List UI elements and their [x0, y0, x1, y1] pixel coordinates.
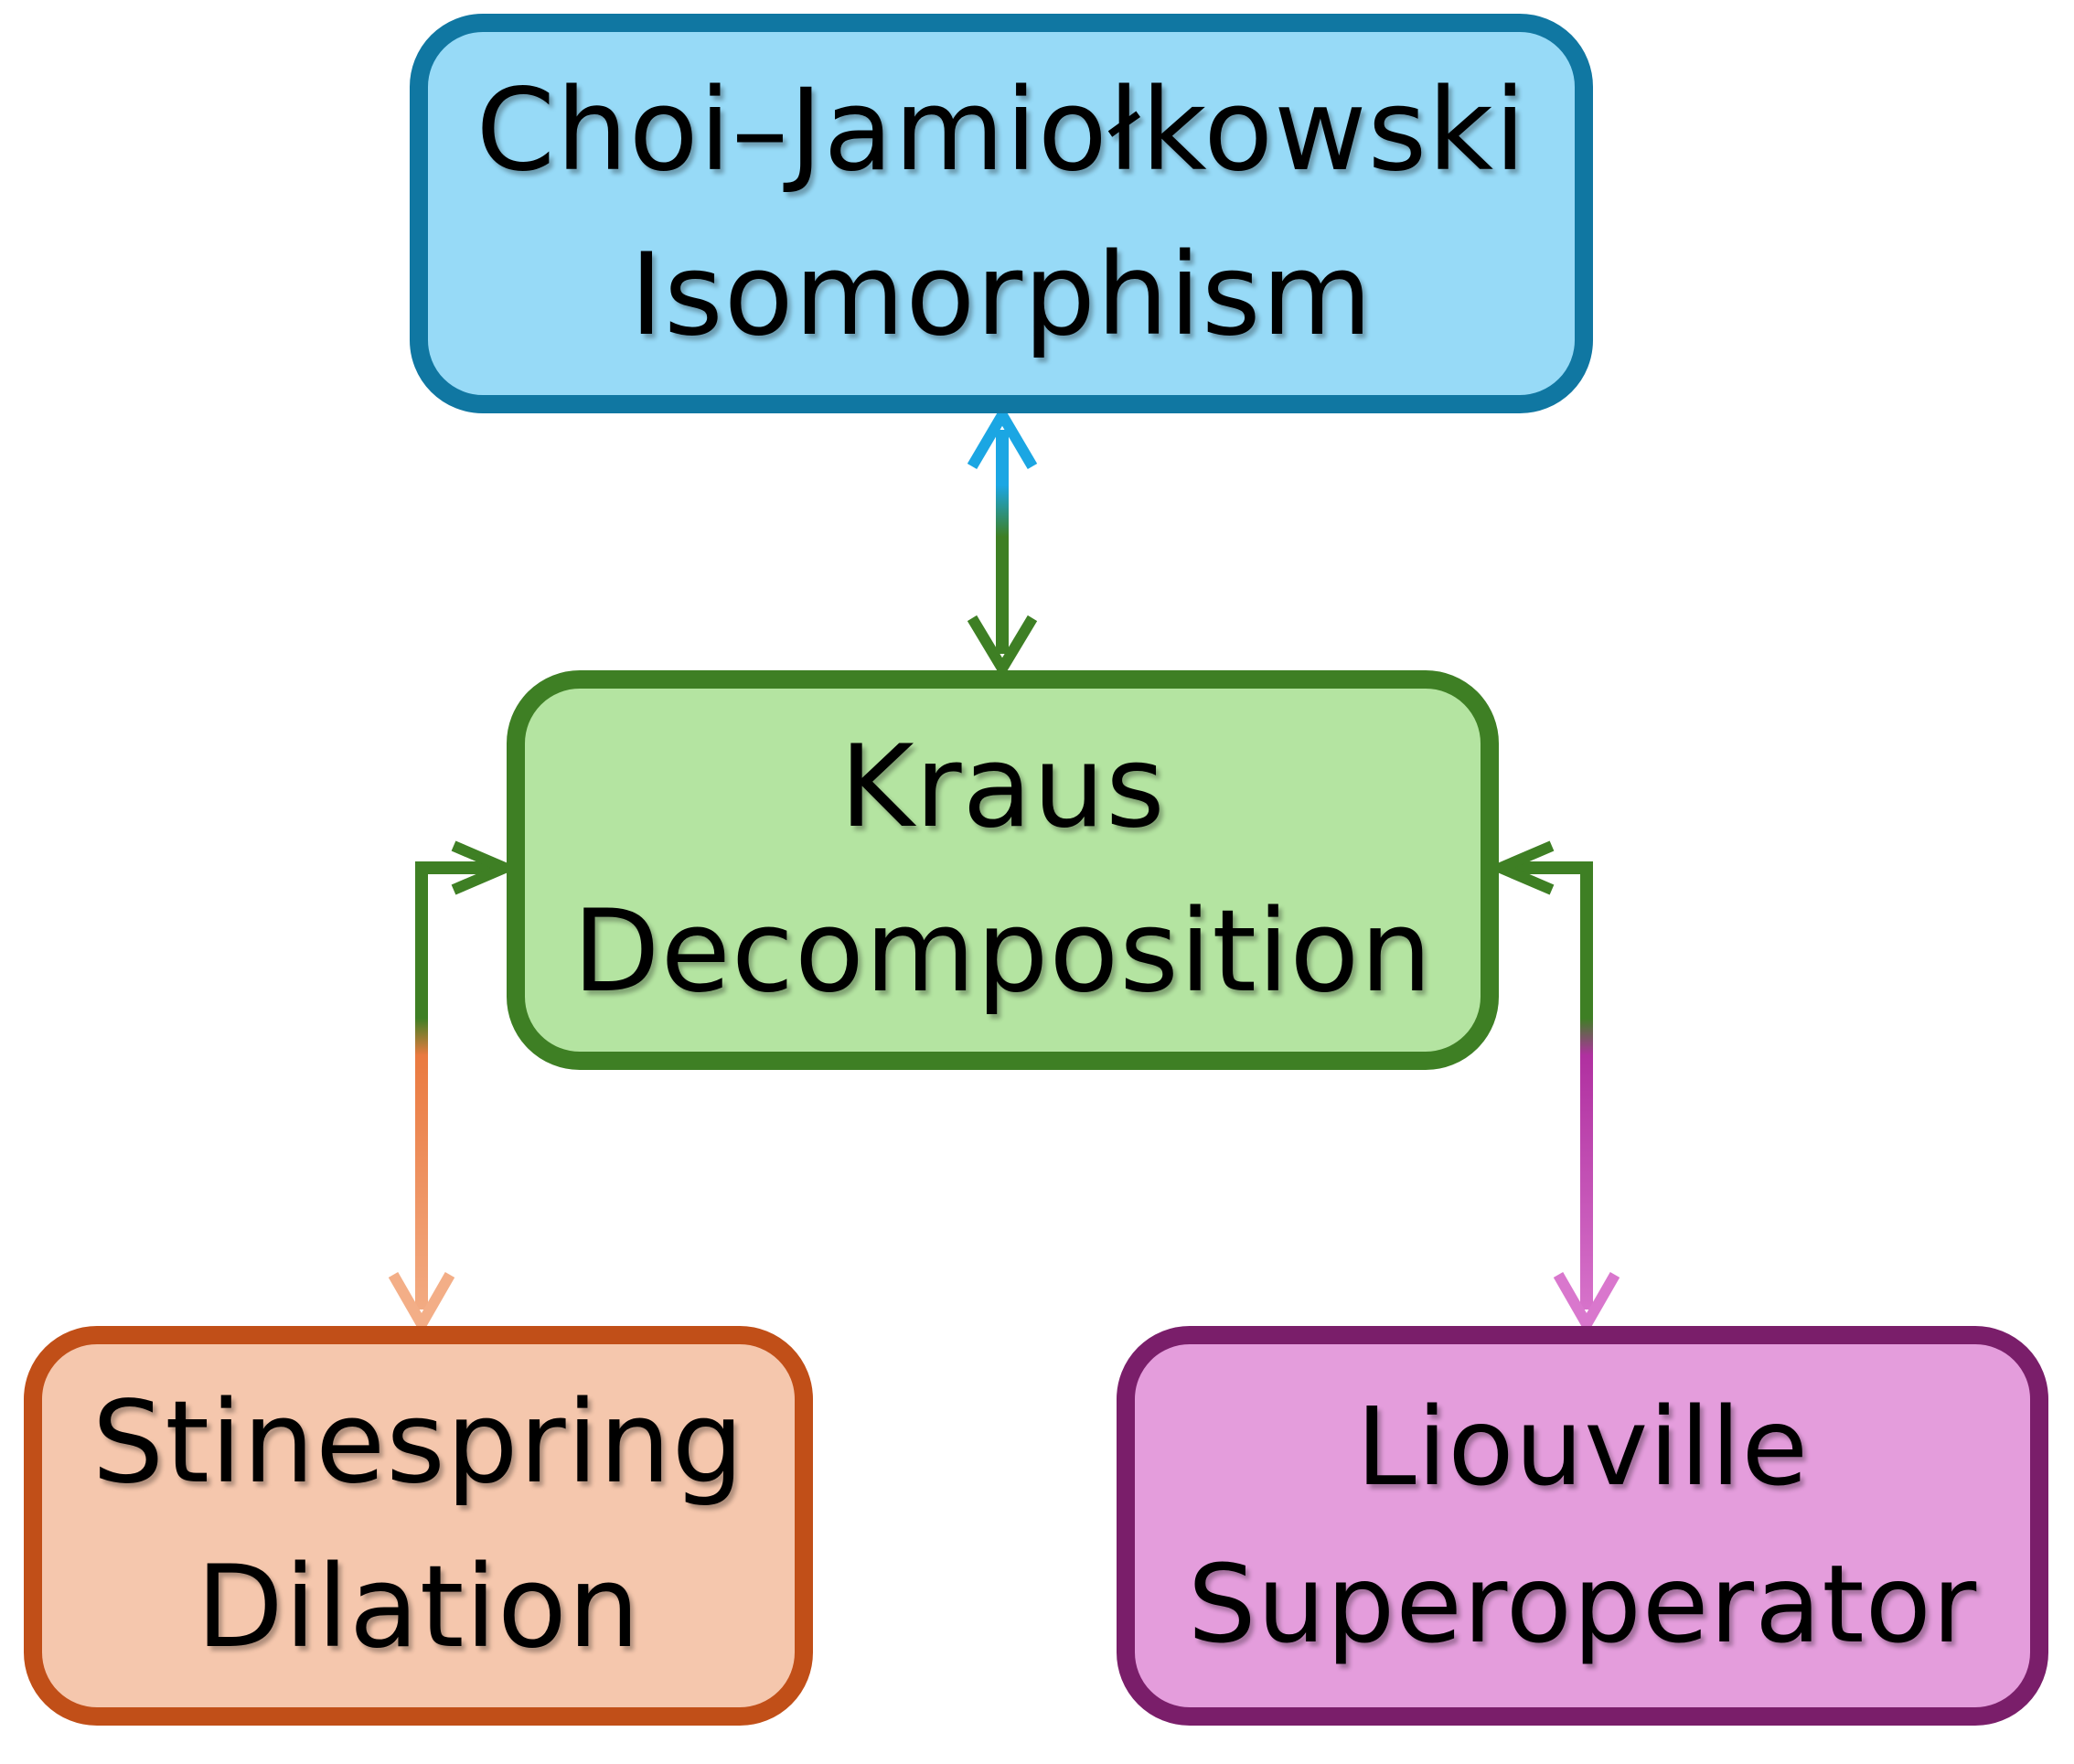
choi-jamiolkowski-node: Choi–Jamiołkowski Isomorphism [410, 14, 1593, 413]
edge-kraus-stinespring [388, 840, 519, 1336]
edge-kraus-liouville-shaft [1513, 861, 1593, 1310]
edge-kraus-liouville [1486, 840, 1620, 1336]
stinespring-label-line2: Dilation [196, 1541, 641, 1673]
kraus-label-line1: Kraus [839, 721, 1166, 853]
kraus-decomposition-node: Kraus Decomposition [507, 670, 1499, 1070]
stinespring-label-line1: Stinespring [91, 1376, 745, 1509]
edge-kraus-choi [967, 404, 1038, 679]
liouville-superoperator-label: Liouville Superoperator [1188, 1369, 1978, 1682]
edge-kraus-stinespring-shaft [415, 861, 494, 1310]
edge-kraus-liouville-arrowhead-liouville [1553, 1272, 1620, 1336]
edge-kraus-choi-arrowhead-top [967, 404, 1038, 470]
stinespring-dilation-label: Stinespring Dilation [92, 1362, 745, 1691]
edge-kraus-liouville-arrowhead-kraus [1486, 840, 1555, 895]
choi-label-line1: Choi–Jamiołkowski [476, 64, 1527, 197]
edge-kraus-choi-arrowhead-bottom [967, 615, 1038, 679]
liouville-label-line2: Superoperator [1187, 1540, 1978, 1667]
liouville-label-line1: Liouville [1355, 1384, 1810, 1511]
liouville-superoperator-node: Liouville Superoperator [1117, 1326, 2048, 1726]
choi-jamiolkowski-label: Choi–Jamiołkowski Isomorphism [476, 49, 1527, 379]
stinespring-dilation-node: Stinespring Dilation [24, 1326, 813, 1726]
edge-kraus-stinespring-arrowhead-stinespring [388, 1272, 455, 1336]
kraus-decomposition-label: Kraus Decomposition [572, 706, 1433, 1035]
choi-label-line2: Isomorphism [629, 229, 1374, 361]
edge-kraus-stinespring-arrowhead-kraus [451, 840, 519, 895]
kraus-label-line2: Decomposition [572, 885, 1433, 1018]
